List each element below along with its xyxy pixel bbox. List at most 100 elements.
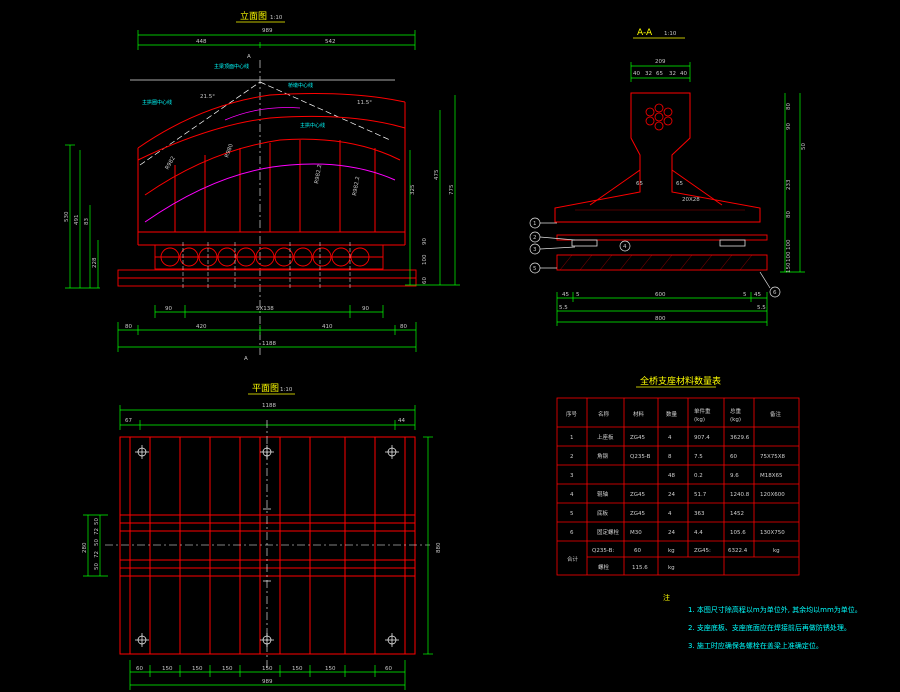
callout-2: 2 [533, 235, 537, 241]
note-2: 2. 支座底板、支座底面应在焊接前后再做防锈处理。 [688, 623, 851, 632]
sec-right-dim-1: 80 [786, 103, 792, 110]
sec-right-dim-8: 150 [786, 262, 792, 273]
sec-bottom2-dim-1: 5.5 [559, 305, 568, 311]
material-table: 全桥支座材料数量表 序号 名称 材料 数量 单件重(kg) 总重(kg) 备注 … [556, 375, 800, 576]
elev-bottom2-dim-4: 80 [400, 324, 407, 330]
elev-bottom2-dim-3: 410 [322, 324, 333, 330]
table-cell-r5-c6: 1452 [730, 511, 744, 517]
sec-right-dim-2: 90 [786, 123, 792, 130]
total-r1-c3: kg [668, 548, 675, 554]
callout-1: 1 [533, 221, 537, 227]
sec-bottom-dim-2: 5 [576, 292, 580, 298]
total-r1-c4: ZG45: [694, 548, 711, 554]
elev-dim-top-total: 989 [262, 28, 273, 34]
elev-bottom-dim-3: 90 [362, 306, 369, 312]
table-cell-r2-c2: 角钢 [597, 452, 609, 460]
table-cell-r1-c6: 3629.6 [730, 435, 750, 441]
plan-dim-top-right: 44 [398, 418, 405, 424]
table-cell-r5-c3: ZG45 [630, 511, 646, 517]
sec-right-dim-6: 100 [786, 239, 792, 250]
table-cell-r1-c5: 907.4 [694, 435, 710, 441]
plan-bottom-dim-4: 150 [222, 666, 233, 672]
table-cell-r4-c5: 51.7 [694, 492, 707, 498]
total-r1-c1: Q235-B: [592, 548, 614, 554]
plan-title: 平面图 [252, 383, 279, 394]
sec-dim-top-4: 32 [669, 71, 676, 77]
sec-dim-top-3: 65 [656, 71, 663, 77]
section-marker-top: A [247, 54, 251, 60]
sec-right-dim-4: 233 [786, 179, 792, 190]
table-cell-r6-c7: 130X750 [760, 530, 785, 536]
label-arch-axis-left: 主拱圈中心线 [142, 99, 172, 106]
notes-heading: 注 [663, 593, 670, 602]
table-total-label: 合计 [567, 555, 579, 563]
table-header-name: 名称 [598, 410, 610, 418]
total-r1-c5: 6322.4 [728, 548, 748, 554]
callout-6: 6 [773, 290, 777, 296]
plan-bottom-dim-7: 150 [325, 666, 336, 672]
table-cell-r3-c4: 48 [668, 473, 675, 479]
callout-4: 4 [623, 244, 627, 250]
elevation-scale: 1:10 [270, 15, 283, 21]
table-cell-r2-c1: 2 [570, 454, 574, 460]
elev-left-dim-4: 228 [92, 257, 98, 268]
member-label-4: R982.2 [352, 176, 361, 196]
table-header-material: 材料 [633, 410, 645, 418]
elev-right-dim-6: 60 [422, 277, 428, 284]
table-cell-r4-c2: 辊轴 [597, 490, 609, 498]
note-1: 1. 本图尺寸除高程以m为单位外, 其余均以mm为单位。 [688, 605, 862, 614]
elev-left-dim-2: 491 [74, 215, 80, 226]
elev-left-dim-3: 83 [84, 218, 90, 225]
total-r1-c2: 60 [634, 548, 641, 554]
table-cell-r5-c5: 363 [694, 511, 705, 517]
table-cell-r6-c5: 4.4 [694, 530, 703, 536]
elev-bottom2-dim-2: 420 [196, 324, 207, 330]
table-cell-r2-c6: 60 [730, 454, 737, 460]
callout-5: 5 [533, 266, 537, 272]
sec-bolt-label: 20X28 [682, 197, 700, 203]
table-header-qty: 数量 [666, 410, 678, 418]
table-cell-r6-c1: 6 [570, 530, 574, 536]
elev-bottom2-dim-1: 80 [125, 324, 132, 330]
note-3: 3. 施工时应确保各螺栓在盖梁上准确定位。 [688, 641, 823, 650]
table-cell-r4-c1: 4 [570, 492, 574, 498]
plan-dim-top-left: 67 [125, 418, 132, 424]
table-cell-r3-c1: 3 [570, 473, 574, 479]
total-r2-c1: 螺栓 [598, 563, 610, 571]
sec-bottom-dim-3: 600 [655, 292, 666, 298]
elev-left-dim-1: 530 [64, 211, 70, 222]
label-arch-axis-right: 主拱中心线 [300, 122, 325, 129]
plan-dim-top-total: 1188 [262, 403, 276, 409]
section-marker-bottom: A [244, 356, 248, 362]
table-cell-r4-c6: 1240.8 [730, 492, 750, 498]
table-cell-r1-c2: 上座板 [597, 433, 614, 441]
elev-right-dim-5: 100 [422, 254, 428, 265]
plan-left-dim-4: 50 [94, 539, 100, 546]
sec-right-dim-3: 50 [801, 143, 807, 150]
plan-left-dim-2: 50 [94, 518, 100, 525]
table-cell-r2-c4: 8 [668, 454, 672, 460]
table-cell-r6-c4: 24 [668, 530, 675, 536]
elev-right-dim-1: 475 [434, 169, 440, 180]
elev-dim-top-right: 542 [325, 39, 336, 45]
total-r1-c6: kg [773, 548, 780, 554]
elev-right-dim-3: 325 [410, 184, 416, 195]
table-header-total-weight: 总重(kg) [730, 407, 742, 423]
section-title: A-A [637, 28, 653, 38]
table-cell-r6-c2: 固定螺栓 [597, 528, 620, 536]
plan-right-dim: 880 [436, 542, 442, 553]
elev-bottom-dim-1: 90 [165, 306, 172, 312]
elev-dim-top-left: 448 [196, 39, 207, 45]
table-cell-r5-c4: 4 [668, 511, 672, 517]
table-header-index: 序号 [566, 410, 578, 418]
sec-bottom2-dim-2: 5.5 [757, 305, 766, 311]
plan-scale: 1:10 [280, 387, 293, 393]
table-cell-r3-c7: M18X65 [760, 473, 783, 479]
sec-dim-top-5: 40 [680, 71, 687, 77]
elevation-view: 立面图 1:10 989 448 542 A 主梁顶面中心线 桥墩中心线 主拱圈… [64, 10, 460, 362]
elev-bottom-dim-2: 5X138 [256, 306, 274, 312]
table-cell-r6-c6: 105.6 [730, 530, 746, 536]
table-cell-r2-c7: 75X75X8 [760, 454, 786, 460]
